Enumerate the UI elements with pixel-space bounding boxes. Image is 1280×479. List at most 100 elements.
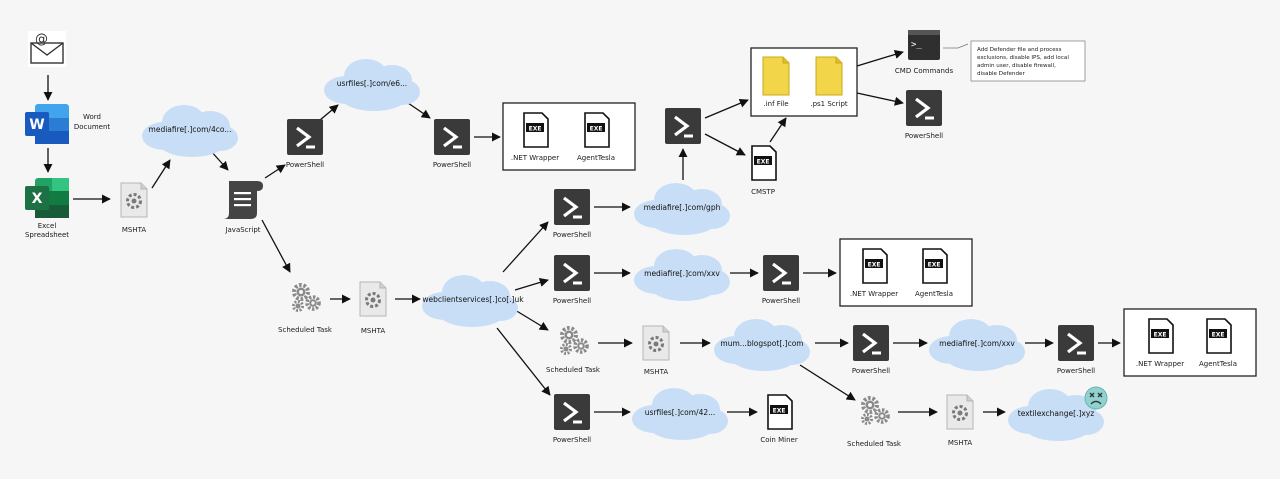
- exe-group-box-3: [1123, 308, 1257, 377]
- powershell-node-top: [663, 106, 703, 146]
- word-icon: W: [25, 104, 69, 144]
- note-line-2: exclusions, disable IPS, add local: [977, 55, 1069, 61]
- cloud-label: usrfiles[.]com/42...: [645, 408, 716, 417]
- cloud-label: mum...blogspot[.]com: [720, 339, 803, 348]
- mshta-label-3: MSHTA: [644, 368, 668, 376]
- edges: [43, 43, 1121, 417]
- edge-js-ps1: [264, 164, 286, 179]
- exe-agenttesla-3: AgentTesla: [1199, 318, 1237, 368]
- exe-netwrapper-label-1: .NET Wrapper: [511, 154, 559, 162]
- scheduled-task-label-3: Scheduled Task: [847, 440, 902, 448]
- exe-file-icon: [523, 112, 549, 148]
- powershell-label-3: PowerShell: [553, 231, 591, 239]
- javascript-label: JavaScript: [224, 226, 260, 234]
- cmd-commands-node: >_ CMD Commands: [895, 30, 953, 75]
- edge-blogspot-sched3: [799, 364, 856, 401]
- email-node: @: [28, 31, 66, 67]
- inf-file-node: .inf File: [762, 56, 790, 108]
- cmstp-label: CMSTP: [751, 188, 775, 196]
- powershell-label-2: PowerShell: [433, 161, 471, 169]
- exe-agenttesla-label-1: AgentTesla: [577, 154, 615, 162]
- mshta-label-4: MSHTA: [948, 439, 972, 447]
- exe-file-icon: [767, 394, 793, 430]
- powershell-node-6: PowerShell: [851, 323, 891, 375]
- cloud-mediafire-gph: mediafire[.]com/gph: [634, 183, 730, 235]
- cloud-label: mediafire[.]com/xxv: [939, 339, 1015, 348]
- cloud-label: mediafire[.]com/4co...: [149, 125, 232, 134]
- powershell-node-1: PowerShell: [285, 117, 325, 169]
- coin-miner-label: Coin Miner: [760, 436, 798, 444]
- powershell-label-5: PowerShell: [762, 297, 800, 305]
- svg-text:W: W: [29, 117, 44, 133]
- powershell-node-3: PowerShell: [552, 187, 592, 239]
- edge-pstop-cmstp: [704, 133, 746, 156]
- ps1-script-node: .ps1 Script: [810, 56, 848, 108]
- svg-text:>_: >_: [911, 40, 922, 50]
- cmstp-node: CMSTP: [751, 145, 777, 196]
- exe-netwrapper-2: .NET Wrapper: [850, 248, 898, 298]
- exe-file-icon: [751, 145, 777, 181]
- exe-agenttesla-1: AgentTesla: [577, 112, 615, 162]
- exe-file-icon: [922, 248, 948, 284]
- yellow-file-icon: [762, 56, 790, 96]
- exe-netwrapper-3: .NET Wrapper: [1136, 318, 1184, 368]
- edge-ps1-cloud-e6: [319, 104, 339, 121]
- coin-miner-node: Coin Miner: [760, 394, 798, 444]
- mshta-label-1: MSHTA: [122, 226, 146, 234]
- cloud-mediafire-xxv-1: mediafire[.]com/xxv: [634, 249, 730, 301]
- exe-file-icon: [1148, 318, 1174, 354]
- note-line-4: disable Defender: [977, 71, 1025, 77]
- cloud-label: webclientservices[.]co[.]uk: [422, 295, 524, 304]
- scheduled-task-label-2: Scheduled Task: [546, 366, 601, 374]
- powershell-icon: [904, 88, 944, 128]
- gears-icon: [559, 326, 589, 356]
- powershell-label-right: PowerShell: [905, 132, 943, 140]
- cmd-note: Add Defender file and process exclusions…: [970, 40, 1086, 82]
- cloud-mediafire-xxv-2: mediafire[.]com/xxv: [929, 319, 1025, 371]
- powershell-icon: [552, 392, 592, 432]
- edge-pstop-infbox: [704, 98, 749, 119]
- script-scroll-icon: [223, 181, 263, 219]
- powershell-icon: [1056, 323, 1096, 363]
- email-icon: @: [30, 32, 64, 64]
- edge-webclient-ps3: [502, 221, 549, 273]
- scheduled-task-label-1: Scheduled Task: [278, 326, 333, 334]
- powershell-node-right: PowerShell: [904, 88, 944, 140]
- svg-text:X: X: [32, 191, 43, 207]
- powershell-label-4: PowerShell: [553, 297, 591, 305]
- cloud-label: textilexchange[.]xyz: [1018, 409, 1094, 418]
- mshta-icon: [358, 280, 388, 318]
- word-document-label-2: Document: [74, 123, 111, 131]
- powershell-icon: [552, 187, 592, 227]
- word-document-label-1: Word: [83, 113, 101, 121]
- svg-text:@: @: [35, 32, 48, 47]
- edge-infbox-cmd: [856, 50, 904, 67]
- powershell-node-7: PowerShell: [1056, 323, 1096, 375]
- scheduled-task-node-1: Scheduled Task: [278, 283, 333, 334]
- cloud-mediafire-4co: mediafire[.]com/4co...: [142, 105, 238, 157]
- edge-mshta1-cloud-4co: [151, 159, 171, 189]
- exe-agenttesla-label-3: AgentTesla: [1199, 360, 1237, 368]
- edge-cmstp-infbox: [769, 117, 787, 143]
- gears-icon: [860, 396, 890, 426]
- sad-face-icon: [1084, 386, 1108, 410]
- ps1-script-label: .ps1 Script: [810, 100, 848, 108]
- powershell-icon: [851, 323, 891, 363]
- excel-label-1: Excel: [38, 222, 57, 230]
- exe-agenttesla-2: AgentTesla: [915, 248, 953, 298]
- excel-icon: X: [25, 178, 69, 218]
- exe-file-icon: [584, 112, 610, 148]
- exe-netwrapper-label-2: .NET Wrapper: [850, 290, 898, 298]
- exe-netwrapper-1: .NET Wrapper: [511, 112, 559, 162]
- exe-group-box-2: [839, 238, 973, 307]
- excel-spreadsheet-node: X Excel Spreadsheet: [25, 178, 69, 239]
- cloud-blogspot: mum...blogspot[.]com: [714, 319, 810, 371]
- powershell-icon: [432, 117, 472, 157]
- cloud-label: usrfiles[.]com/e6...: [337, 79, 407, 88]
- inf-file-label: .inf File: [763, 100, 788, 108]
- mshta-label-2: MSHTA: [361, 327, 385, 335]
- cloud-textilexchange: textilexchange[.]xyz: [1008, 386, 1108, 441]
- javascript-node: JavaScript: [223, 181, 263, 234]
- mshta-icon: [119, 181, 149, 219]
- edge-cloud-e6-ps2: [407, 102, 431, 119]
